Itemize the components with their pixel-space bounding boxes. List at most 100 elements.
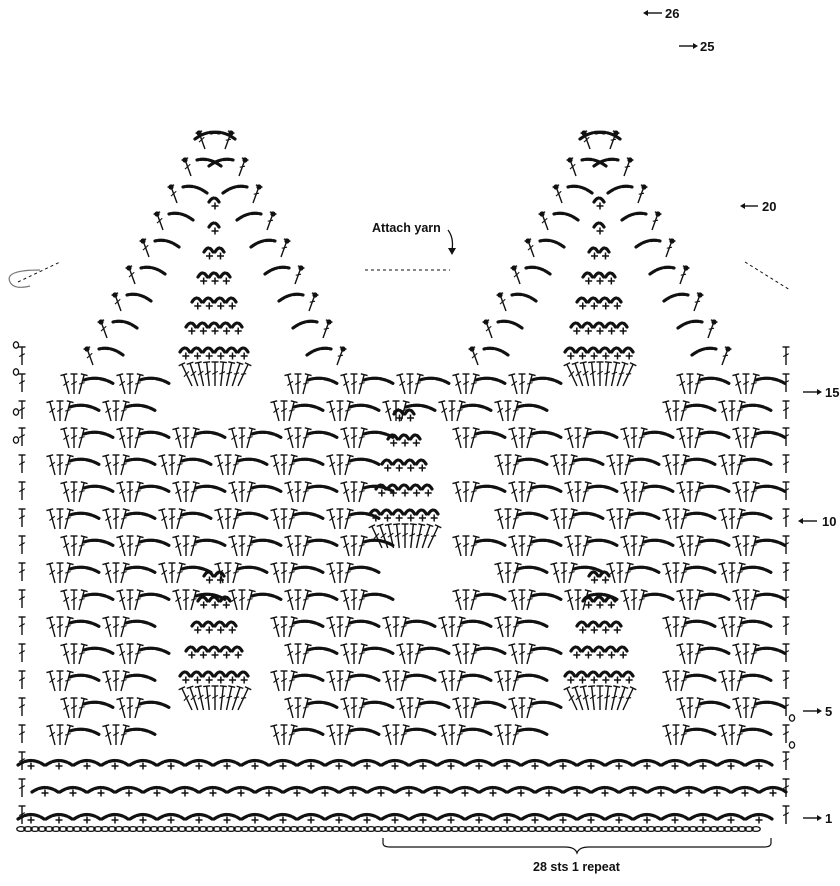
stitch-crossbar: [695, 437, 700, 439]
stitch-top-bar: [179, 455, 186, 457]
stitch-top-bar: [340, 374, 347, 376]
stitch-top-bar: [382, 401, 389, 403]
shell-chain: [238, 513, 268, 519]
pineapple-middle: [411, 435, 420, 439]
stitch-top-bar: [305, 482, 312, 484]
stitch-crossbar: [619, 373, 624, 374]
stitch-top-bar: [438, 617, 445, 619]
fan-stitch: [207, 362, 210, 386]
shell-chain: [126, 459, 156, 465]
stitch-top-bar: [340, 590, 347, 592]
stitch-crossbar: [695, 545, 700, 547]
shell-chain: [756, 648, 786, 654]
stitch-top-bar: [67, 455, 74, 457]
stitch-crossbar: [65, 626, 70, 628]
pineapple-lower: [571, 647, 581, 651]
shell-chain: [700, 648, 730, 654]
pineapple-lower: [623, 672, 633, 676]
stitch-top-bar: [515, 509, 522, 511]
shell-chain: [476, 432, 506, 438]
stitch-crossbar: [345, 572, 350, 574]
shell-chain: [462, 675, 492, 681]
shell-chain: [420, 702, 450, 708]
stitch-crossbar: [625, 166, 630, 167]
shell-chain: [686, 567, 716, 573]
stitch-top-bar: [172, 536, 179, 538]
fan-stitch: [617, 363, 625, 386]
stitch-top-bar: [452, 482, 459, 484]
stitch-top-bar: [116, 698, 123, 700]
row-number-20: 20: [762, 199, 776, 214]
stitch-top-bar: [613, 362, 620, 364]
pineapple-upper: [594, 273, 603, 277]
shell-chain: [84, 702, 114, 708]
stitch-top-bar: [385, 524, 392, 526]
stitch-top-bar: [123, 455, 130, 457]
stitch-crossbar: [345, 518, 350, 520]
stitch-crossbar: [65, 410, 70, 412]
stitch-top-bar: [739, 617, 746, 619]
top-chain: [223, 186, 247, 193]
stitch-top-bar: [753, 698, 760, 700]
shell-chain: [308, 594, 338, 600]
stitch-crossbar: [345, 464, 350, 466]
pineapple-upper: [600, 248, 609, 252]
shell-chain: [308, 648, 338, 654]
stitch-top-bar: [305, 644, 312, 646]
shell-chain: [364, 702, 394, 708]
stitch-top-bar: [515, 725, 522, 727]
stitch-top-bar: [81, 374, 88, 376]
stitch-top-bar: [564, 590, 571, 592]
attach-yarn-callout: Attach yarn: [372, 221, 456, 255]
shell-chain: [518, 405, 548, 411]
shell-chain: [588, 486, 618, 492]
row-number-26: 26: [665, 6, 679, 21]
stitch-top-bar: [550, 509, 557, 511]
stitch-crossbar: [233, 464, 238, 466]
pineapple-lower: [588, 672, 598, 676]
pineapple-upper: [221, 323, 231, 327]
stitch-top-bar: [193, 536, 200, 538]
shell-chain: [84, 540, 114, 546]
stitch-crossbar: [751, 383, 756, 385]
shell-chain: [308, 486, 338, 492]
slip-stitch: [683, 265, 688, 270]
pineapple-lower: [565, 672, 575, 676]
shell-chain: [406, 729, 436, 735]
stitch-top-bar: [753, 536, 760, 538]
stitch-crossbar: [415, 383, 420, 385]
stitch-crossbar: [233, 572, 238, 574]
stitch-top-bar: [571, 455, 578, 457]
row-number-1: 1: [825, 811, 832, 826]
fan-stitch: [182, 364, 192, 386]
shell-chain: [140, 378, 170, 384]
stitch-crossbar: [121, 572, 126, 574]
stitch-top-bar: [683, 671, 690, 673]
stitch-crossbar: [247, 437, 252, 439]
shell-chain: [686, 513, 716, 519]
stitch-top-bar: [195, 686, 202, 688]
pineapple-lower: [238, 672, 248, 676]
pineapple-middle: [399, 485, 409, 489]
top-chain: [650, 267, 674, 274]
stitch-crossbar: [569, 518, 574, 520]
shell-chain: [742, 675, 772, 681]
stitch-crossbar: [359, 653, 364, 655]
shell-chain: [84, 594, 114, 600]
stitch-top-bar: [284, 482, 291, 484]
stitch-top-bar: [214, 455, 221, 457]
pineapple-lower: [612, 672, 622, 676]
stitch-top-bar: [605, 686, 612, 687]
fan-stitch: [428, 526, 438, 548]
shell-chain: [532, 540, 562, 546]
fan-stitch: [567, 688, 577, 710]
stitch-top-bar: [683, 455, 690, 457]
stitch-top-bar: [571, 563, 578, 565]
stitch-crossbar: [471, 653, 476, 655]
stitch-top-bar: [732, 428, 739, 430]
pineapple-lower: [186, 647, 196, 651]
stitch-top-bar: [228, 428, 235, 430]
stitch-top-bar: [641, 428, 648, 430]
stitch-crossbar: [431, 536, 436, 537]
